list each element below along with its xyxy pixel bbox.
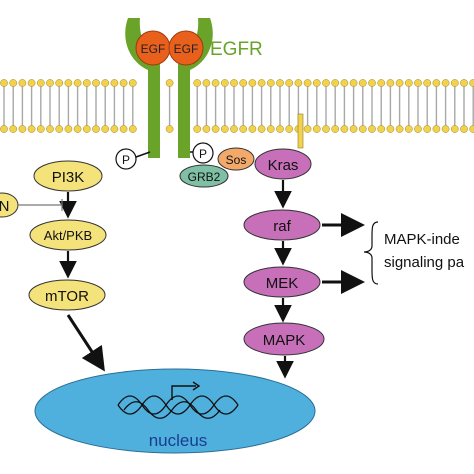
phospholipid bbox=[414, 79, 422, 133]
akt-label: Akt/PKB bbox=[44, 228, 92, 243]
phospholipid bbox=[92, 79, 100, 133]
mapk-label: MAPK bbox=[263, 332, 306, 349]
phospholipid bbox=[211, 79, 220, 133]
phospholipid bbox=[450, 79, 459, 133]
egf-right-label: EGF bbox=[174, 42, 199, 56]
phospholipid bbox=[395, 79, 404, 133]
phospholipid bbox=[0, 79, 8, 133]
raf-node bbox=[243, 209, 321, 241]
phospholipid bbox=[193, 79, 202, 133]
nucleus-label: nucleus bbox=[149, 431, 208, 450]
phospholipid bbox=[257, 79, 266, 133]
phospholipid bbox=[322, 79, 330, 133]
phosphate-left-circle bbox=[115, 148, 137, 170]
phospholipid bbox=[101, 79, 110, 133]
side-note-line2: signaling pa bbox=[384, 254, 465, 271]
phospholipid bbox=[110, 79, 119, 133]
phospholipid bbox=[460, 79, 468, 133]
phosphate-left-label: P bbox=[122, 153, 130, 167]
grb2-node bbox=[179, 164, 229, 188]
phospholipid bbox=[165, 79, 174, 133]
grb2-label: GRB2 bbox=[188, 170, 221, 184]
phospholipid bbox=[331, 79, 340, 133]
egfr-receptor: EGF EGF EGFR bbox=[125, 18, 263, 158]
mek-label: MEK bbox=[266, 275, 299, 292]
phospholipid bbox=[358, 79, 367, 133]
pten-inhibition bbox=[18, 199, 63, 211]
phospholipid bbox=[377, 79, 386, 133]
pten-partial-label: N bbox=[0, 198, 9, 215]
phospholipid bbox=[128, 79, 137, 133]
egfr-left-arm bbox=[125, 18, 160, 158]
phospho-right: P bbox=[190, 142, 214, 164]
phospholipid bbox=[340, 79, 349, 133]
phospholipid bbox=[202, 79, 211, 133]
phospholipid bbox=[46, 79, 54, 133]
phospholipid bbox=[276, 79, 284, 133]
phospholipid bbox=[432, 79, 441, 133]
phospholipid bbox=[9, 79, 18, 133]
sos-label: Sos bbox=[226, 153, 247, 167]
cell-membrane bbox=[0, 79, 474, 133]
phospholipid bbox=[82, 79, 91, 133]
phospholipid bbox=[423, 79, 432, 133]
kras-node bbox=[254, 148, 312, 180]
phospholipid bbox=[220, 79, 229, 133]
egf-left-label: EGF bbox=[141, 42, 166, 56]
phospholipid bbox=[248, 79, 257, 133]
mapk-node bbox=[243, 322, 325, 356]
kras-label: Kras bbox=[268, 157, 299, 174]
side-note-line1: MAPK-inde bbox=[384, 231, 460, 248]
mapk-arrows bbox=[274, 180, 365, 379]
phospholipid bbox=[303, 79, 312, 133]
phosphate-right-label: P bbox=[199, 147, 207, 161]
pi3k-label: PI3K bbox=[52, 169, 85, 186]
phospholipid bbox=[73, 79, 82, 133]
phospholipid bbox=[312, 79, 321, 133]
phospholipid bbox=[441, 79, 450, 133]
phospholipid bbox=[230, 79, 238, 133]
transcription-start-arrow bbox=[171, 381, 201, 400]
pi3k-arrows bbox=[59, 192, 105, 372]
egf-ligand-right bbox=[168, 30, 204, 66]
sos-node bbox=[217, 147, 255, 171]
phospho-left: P bbox=[115, 148, 151, 170]
mtor-node bbox=[28, 279, 106, 311]
phospholipid bbox=[119, 79, 128, 133]
side-note-bracket bbox=[363, 221, 379, 285]
phospholipid bbox=[239, 79, 248, 133]
phospholipid bbox=[386, 79, 395, 133]
phospholipid bbox=[55, 79, 64, 133]
phospholipid bbox=[368, 79, 376, 133]
phospholipid bbox=[404, 79, 413, 133]
phospholipid bbox=[18, 79, 27, 133]
phospholipid bbox=[36, 79, 45, 133]
phospholipid bbox=[64, 79, 73, 133]
mtor-label: mTOR bbox=[45, 288, 89, 305]
phospholipid bbox=[349, 79, 358, 133]
akt-node bbox=[29, 219, 107, 251]
phospholipid bbox=[469, 79, 474, 133]
raf-label: raf bbox=[273, 218, 291, 235]
phospholipid bbox=[27, 79, 36, 133]
pi3k-node bbox=[33, 160, 103, 192]
kras-anchor bbox=[297, 113, 304, 149]
nucleus bbox=[34, 368, 316, 454]
phospholipid bbox=[285, 79, 294, 133]
egfr-label: EGFR bbox=[210, 39, 263, 60]
egfr-right-arm bbox=[178, 18, 213, 158]
dna-helix bbox=[117, 395, 239, 419]
phospholipid bbox=[266, 79, 275, 133]
mek-node bbox=[243, 266, 321, 298]
phosphate-right-circle bbox=[192, 142, 214, 164]
